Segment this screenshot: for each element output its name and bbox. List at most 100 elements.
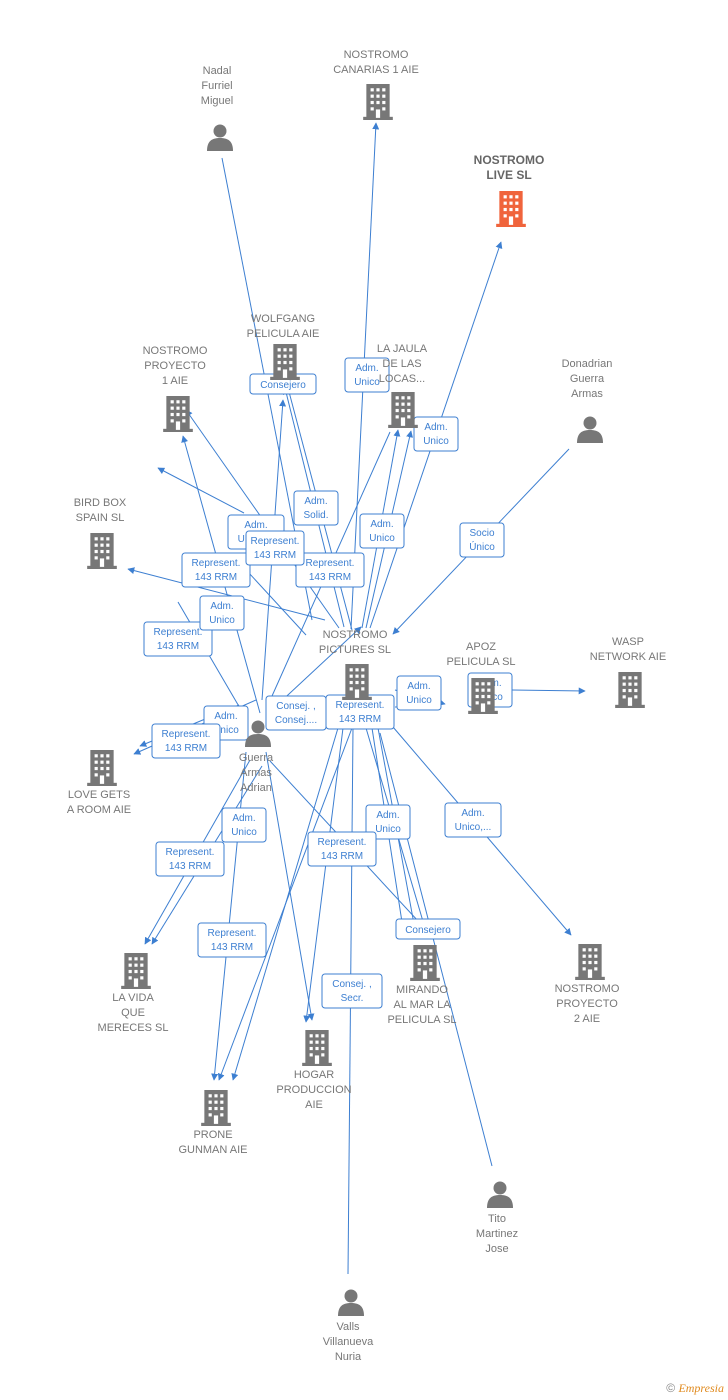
node-label: NETWORK AIE — [590, 651, 666, 663]
node-label: Nuria — [335, 1351, 362, 1363]
node-label: NOSTROMO — [323, 629, 388, 641]
edge-line — [303, 727, 344, 1023]
node-label: HOGAR — [294, 1069, 334, 1081]
building-icon — [163, 396, 193, 432]
edge-label[interactable]: Adm.Solid. — [293, 490, 339, 526]
edge-label[interactable]: Adm.Unico,... — [444, 802, 502, 838]
node-lovegets[interactable]: LOVE GETS A ROOM AIE — [67, 750, 131, 816]
node-label: A ROOM AIE — [67, 804, 131, 816]
brand-logo[interactable]: Empresia — [678, 1381, 724, 1395]
edge-label-text: Consej. , — [276, 701, 315, 712]
edge-label[interactable]: Consej. ,Secr. — [321, 973, 383, 1009]
person-icon — [577, 416, 603, 443]
edge-label-text: 143 RRM — [211, 942, 253, 953]
edge-label-text: 143 RRM — [339, 714, 381, 725]
node-label: Guerra — [239, 752, 274, 764]
edge-label-text: Consejero — [405, 925, 451, 936]
edge-label[interactable]: Adm.Unico — [344, 357, 390, 393]
building-icon — [87, 533, 117, 569]
node-label: Adrian — [240, 782, 272, 794]
node-label: WOLFGANG — [251, 313, 315, 325]
edge-label[interactable]: Adm.Unico — [365, 804, 411, 840]
edge-label[interactable]: Consejero — [395, 918, 461, 940]
node-label: PRODUCCION — [276, 1084, 351, 1096]
edge-label-text: Represent. — [318, 837, 367, 848]
edge-label-text: Represent. — [154, 627, 203, 638]
node-label: LOVE GETS — [68, 789, 130, 801]
node-label: Martinez — [476, 1228, 518, 1240]
node-label: GUNMAN AIE — [178, 1144, 247, 1156]
edge-label[interactable]: Adm.Unico — [199, 595, 245, 631]
node-label: Villanueva — [323, 1336, 374, 1348]
node-label: LIVE SL — [486, 168, 531, 182]
node-label: AIE — [305, 1099, 323, 1111]
node-label: NOSTROMO — [474, 153, 545, 167]
node-hogar[interactable]: HOGAR PRODUCCION AIE — [276, 1030, 352, 1111]
edge-label[interactable]: Consej. ,Consej.... — [265, 695, 327, 731]
building-icon — [468, 678, 498, 714]
building-icon — [575, 944, 605, 980]
edge-label[interactable]: Represent.143 RRM — [143, 621, 213, 657]
edge-label-text: Unico — [231, 827, 257, 838]
edge-label-text: Unico — [213, 725, 239, 736]
building-icon — [302, 1030, 332, 1066]
edge-label[interactable]: Represent.143 RRM — [245, 530, 305, 566]
node-label: APOZ — [466, 641, 496, 653]
edge-label-text: Unico — [354, 377, 380, 388]
building-icon — [121, 953, 151, 989]
edge-label[interactable]: Represent.143 RRM — [295, 552, 365, 588]
node-label: MIRANDO — [396, 984, 448, 996]
edge-label[interactable]: Adm.Unico — [413, 416, 459, 452]
edge-label[interactable]: Represent. 143 RRM — [197, 922, 267, 958]
edge-label-text: Represent. — [208, 928, 257, 939]
edge-label-box — [245, 530, 305, 566]
edge-label[interactable]: Represent.143 RRM — [307, 831, 377, 867]
edge-label[interactable]: Represent.143 RRM — [155, 841, 225, 877]
node-label: PROYECTO — [556, 998, 618, 1010]
edge-label[interactable]: Represent.143 RRM — [325, 694, 395, 730]
building-icon — [496, 191, 526, 227]
edge-label-text: Adm. — [214, 711, 237, 722]
node-label: 2 AIE — [574, 1013, 600, 1025]
edge-label-box — [459, 522, 505, 558]
edge-label[interactable]: Adm.Unico — [359, 513, 405, 549]
edge-label-text: Represent. — [162, 729, 211, 740]
edge-label[interactable]: Adm.Unico — [396, 675, 442, 711]
edge-label[interactable]: Represent.143 RRM — [151, 723, 221, 759]
edge-label-box — [344, 357, 390, 393]
node-label: CANARIAS 1 AIE — [333, 64, 419, 76]
node-label: QUE — [121, 1007, 145, 1019]
edge-label[interactable]: Adm.Unico — [221, 807, 267, 843]
edge-label-box — [155, 841, 225, 877]
edge-label-text: Adm. — [304, 496, 327, 507]
edge-line — [265, 751, 315, 1021]
edge-label[interactable]: Represent.143 RRM — [181, 552, 251, 588]
edge-label-text: Represent. — [192, 558, 241, 569]
edge-label-text: Secr. — [341, 993, 364, 1004]
edge-line — [274, 626, 362, 708]
node-label: LA VIDA — [112, 992, 154, 1004]
person-icon — [207, 124, 233, 151]
node-label: Furriel — [201, 80, 232, 92]
node-label: Valls — [336, 1321, 360, 1333]
